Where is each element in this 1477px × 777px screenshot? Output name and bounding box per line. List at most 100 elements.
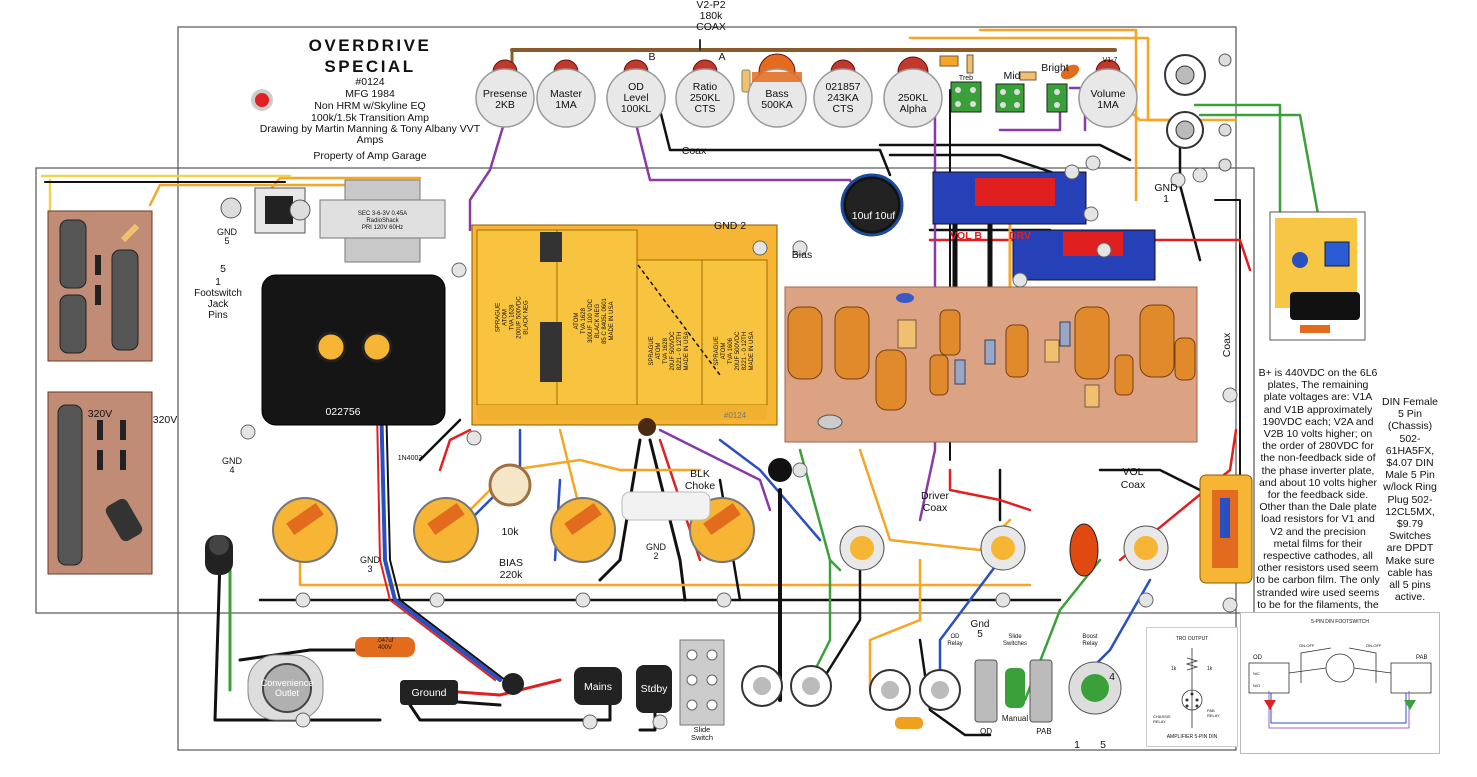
label-slide-switch: Slide Switch — [690, 725, 714, 742]
bplus-note: B+ is 440VDC on the 6L6 plates, The rema… — [1256, 367, 1380, 647]
socket-v2 — [413, 497, 479, 563]
page-title: OVERDRIVE — [308, 36, 432, 55]
header-line-0: #0124 — [355, 76, 385, 88]
pot-ratio-l3: CTS — [695, 103, 716, 115]
label-bias-220k: BIAS 220k — [499, 557, 523, 582]
label-outlet: Convenience Outlet — [260, 678, 314, 698]
pot-treble-l2: Alpha — [900, 103, 927, 115]
socket-v3 — [550, 497, 616, 563]
label-bias-pot: 10k — [502, 526, 520, 538]
chassis-outline-bottom — [35, 167, 1255, 614]
fc-a-1: ATOM — [502, 309, 509, 326]
footswitch-inset: 5-PIN DIN FOOTSWITCH OD PAB ON-OFF ON-OF… — [1240, 612, 1440, 754]
socket-v1 — [272, 497, 338, 563]
header-line-4: Drawing by Martin Manning & Tony Albany … — [259, 123, 481, 135]
pot-presence-l1: Presense — [483, 88, 528, 100]
footswitch-nc: N/C — [1253, 671, 1260, 676]
fc-b-5: MADE IN USA — [609, 301, 615, 341]
main-turret-board — [784, 286, 1198, 443]
header-line-3: 100k/1.5k Transition Amp — [311, 112, 429, 124]
label-slide-switches: Slide Switches — [1002, 634, 1027, 647]
header-line-5: Amps — [356, 134, 384, 146]
fc-b-0: ATOM — [574, 312, 580, 330]
socket-v7 — [1123, 525, 1169, 571]
label-mid-sw: Mid — [1004, 70, 1021, 82]
fc-b-2: 300UF 100 VDC — [588, 298, 594, 344]
filter-cap-b-text: ATOM TVA 1628 300UF 100 VDC BLACK NEG 85… — [574, 256, 616, 386]
pot-treble-l1: 250KL — [898, 92, 929, 104]
label-coax-top: Coax — [682, 145, 707, 157]
footswitch-od-label: OD — [1253, 655, 1262, 661]
rectifier-board-top — [47, 210, 153, 362]
fc-d-1: ATOM — [721, 342, 727, 360]
socket-v5 — [839, 525, 885, 571]
label-10uf-a: 10uf — [852, 210, 873, 222]
pot-volume-l2: 1MA — [1097, 99, 1119, 111]
pilot-lamp — [251, 89, 273, 111]
din-chassis-relay: CHASSIS RELAY — [1153, 714, 1171, 724]
din-pab-relay: PAB RELAY — [1207, 708, 1220, 718]
pot-mid-l1: 021857 — [825, 81, 860, 93]
pot-letter-b: B — [648, 51, 655, 63]
label-320v-b: 320V — [153, 414, 178, 426]
label-5: 5 — [220, 263, 226, 275]
pot-ratio-l1: Ratio — [693, 81, 718, 93]
label-board-id: #0124 — [724, 411, 747, 420]
top-cable-line1: V2-P2 — [696, 0, 725, 11]
label-gnd5b: Gnd 5 — [970, 619, 990, 640]
label-pin4: 4 — [1109, 671, 1115, 683]
label-gnd-b: GND 2 — [646, 542, 666, 561]
label-bias: Bias — [792, 249, 812, 261]
pot-treble — [883, 56, 943, 128]
fc-d-0: SPRAGUE — [714, 336, 720, 366]
label-blk-choke: BLK Choke — [684, 468, 716, 493]
footswitch-no: N/O — [1253, 683, 1261, 688]
pot-ratio — [675, 59, 735, 128]
footswitch-title: 5-PIN DIN FOOTSWITCH — [1311, 619, 1369, 625]
header-property: Property of Amp Garage — [313, 150, 427, 162]
fc-a-3: 200UF 500VDC — [516, 296, 523, 339]
heater-xfmr-l3: PRI 120V 60Hz — [361, 225, 404, 231]
right-aux-board — [1269, 211, 1366, 341]
pot-presence-l2: 2KB — [495, 99, 515, 111]
fc-c-5: MADE IN USA — [684, 331, 690, 371]
heater-transformer — [319, 179, 446, 263]
pot-mid-l2: 243KA — [827, 92, 859, 104]
top-cable-line2: 180k — [700, 10, 724, 22]
label-vol-coax: VOL Coax — [1120, 466, 1146, 491]
fc-b-1: TVA 1628 — [581, 308, 587, 334]
filter-cap-c-text: SPRAGUE ATOM TVA 1628 20UF 500VDC 8221 -… — [649, 291, 691, 411]
heater-xfmr-l1: SEC 3-6-3V 0.45A — [357, 211, 408, 217]
pot-presence — [475, 59, 535, 128]
fc-c-1: ATOM — [656, 342, 662, 360]
label-320v-a: 320V — [88, 408, 113, 420]
fc-d-4: 8221 - 0 12TH — [742, 331, 748, 371]
filter-cap-a-text: SPRAGUE ATOM TVA 1628 200UF 500VDC BLACK… — [496, 253, 531, 383]
label-diode: 1N4003 — [398, 455, 423, 462]
header-line-1: MFG 1984 — [345, 88, 395, 100]
din-output-inset: TRO OUTPUT 1k 1k CHASSIS RELAY PAB RELAY… — [1146, 627, 1238, 747]
pot-od-l1: OD — [628, 81, 644, 93]
din-r1: 1k — [1171, 666, 1177, 672]
tube-sockets — [272, 458, 1169, 577]
fc-b-3: BLACK NEG — [595, 303, 601, 339]
fc-a-4: BLACK NEG — [523, 300, 530, 335]
pot-volume-l1: Volume — [1090, 88, 1125, 100]
label-v1-7: V1-7 — [1103, 57, 1118, 64]
fc-b-4: 85 C 8405L 0601 — [602, 298, 608, 344]
label-treb-sw: Treb — [959, 75, 973, 82]
pot-od-l2: Level — [623, 92, 648, 104]
pot-letter-a: A — [718, 51, 725, 63]
label-pab: PAB — [1036, 727, 1051, 736]
rectifier-bridge-small — [220, 187, 311, 234]
label-od-relay: OD Relay — [947, 634, 963, 647]
fc-c-4: 8221 - 0 12TH — [677, 331, 683, 371]
pot-volume — [1078, 59, 1138, 128]
fc-c-3: 20UF 500VDC — [670, 331, 676, 371]
fc-d-2: TVA 1606 — [728, 338, 734, 364]
relay-board-right — [1199, 474, 1253, 584]
bias-boards — [840, 171, 1156, 281]
choke — [621, 491, 711, 521]
filter-cap-block — [471, 224, 778, 436]
